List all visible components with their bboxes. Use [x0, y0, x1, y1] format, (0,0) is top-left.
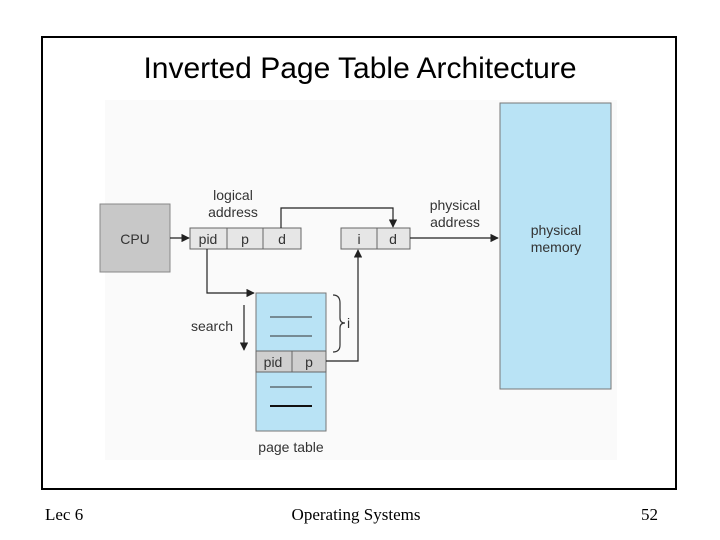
cpu-label: CPU	[120, 231, 150, 247]
logical-address-label-line2: address	[208, 204, 258, 220]
page-table-entry-pid-text: pid	[264, 354, 283, 370]
footer-page-number: 52	[641, 505, 658, 524]
search-label: search	[191, 318, 233, 334]
physical-memory-label-line1: physical	[531, 222, 582, 238]
index-to-physical-arrow	[326, 249, 363, 362]
index-label: i	[347, 315, 350, 331]
page-table-entry-p-text: p	[305, 354, 313, 370]
physical-address-label-line1: physical	[430, 197, 481, 213]
logical-p-text: p	[241, 231, 249, 247]
logical-d-text: d	[278, 231, 286, 247]
index-brace	[332, 294, 346, 353]
logical-pid-text: pid	[199, 231, 218, 247]
physical-memory-box	[499, 102, 612, 390]
page-table-label: page table	[258, 439, 324, 455]
offset-copy-arrow	[280, 207, 398, 228]
slide-frame	[41, 36, 677, 490]
logical-address-label-line1: logical	[213, 187, 253, 203]
cpu-box	[99, 203, 171, 273]
physical-d-text: d	[389, 231, 397, 247]
physical-memory-label-line2: memory	[531, 239, 582, 255]
pid-to-page-table-arrow	[206, 249, 255, 298]
physical-address-label-line2: address	[430, 214, 480, 230]
footer-course: Operating Systems	[291, 505, 421, 524]
footer-lecture: Lec 6	[45, 505, 84, 524]
physical-i-text: i	[357, 231, 360, 247]
slide-title: Inverted Page Table Architecture	[143, 52, 577, 85]
logical-d-field	[262, 227, 302, 250]
